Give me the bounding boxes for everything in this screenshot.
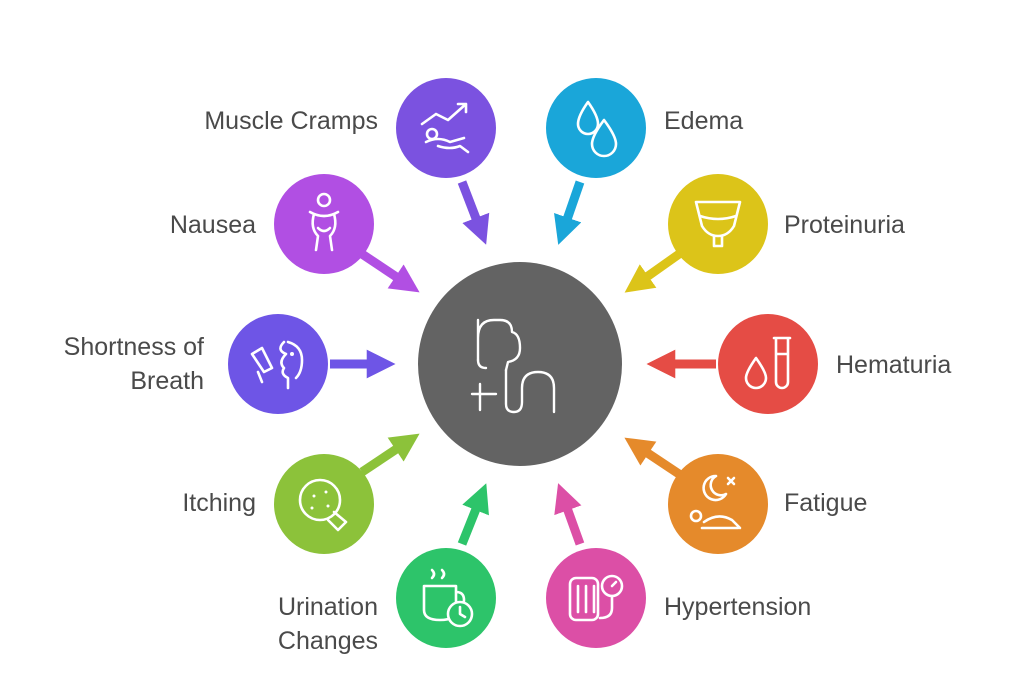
muscle-cramps-label: Muscle Cramps <box>204 107 378 135</box>
kidney-urinary-icon <box>470 318 556 414</box>
hypertension-node: Hypertension <box>546 548 811 648</box>
shortness-of-breath-label-line: Shortness of <box>64 333 204 361</box>
edema-node: Edema <box>546 78 743 178</box>
blood-pressure-cuff-icon <box>568 574 624 622</box>
urination-changes-label-line: Urination <box>278 593 378 621</box>
edema-arrow <box>554 180 585 245</box>
proteinuria-node: Proteinuria <box>668 174 905 274</box>
itching-arrow <box>359 433 420 476</box>
itching-node: Itching <box>182 454 374 554</box>
hematuria-label-line: Hematuria <box>836 351 951 379</box>
urine-cup-icon <box>694 200 742 248</box>
proteinuria-circle <box>668 174 768 274</box>
fatigue-circle <box>668 454 768 554</box>
fatigue-label-line: Fatigue <box>784 489 867 517</box>
hematuria-label: Hematuria <box>836 351 951 379</box>
nausea-node: Nausea <box>170 174 374 274</box>
cup-clock-icon <box>422 568 474 628</box>
nausea-arrow <box>359 250 420 293</box>
edema-label-line: Edema <box>664 107 743 135</box>
edema-label: Edema <box>664 107 743 135</box>
nausea-label-line: Nausea <box>170 211 256 239</box>
hypertension-circle <box>546 548 646 648</box>
shortness-of-breath-label: Shortness of Breath <box>64 333 204 395</box>
hypertension-arrow <box>554 483 585 546</box>
shortness-of-breath-circle <box>228 314 328 414</box>
inhaler-face-icon <box>250 340 304 390</box>
connectors <box>330 180 716 546</box>
itching-label: Itching <box>182 489 256 517</box>
center-circle <box>418 262 622 466</box>
blood-drop-test-tube-icon <box>744 336 792 390</box>
hematuria-circle <box>718 314 818 414</box>
muscle-cramps-icon <box>420 102 470 154</box>
proteinuria-label-line: Proteinuria <box>784 211 905 239</box>
hematuria-node: Hematuria <box>718 314 951 414</box>
urination-changes-label-line: Changes <box>278 627 378 655</box>
proteinuria-arrow <box>624 248 685 293</box>
muscle-cramps-node: Muscle Cramps <box>204 78 496 178</box>
proteinuria-label: Proteinuria <box>784 211 905 239</box>
fatigue-arrow <box>624 437 685 480</box>
shortness-of-breath-label-line: Breath <box>130 367 204 395</box>
muscle-cramps-label-line: Muscle Cramps <box>204 107 378 135</box>
center-node <box>418 262 622 466</box>
muscle-cramps-arrow <box>457 180 490 245</box>
water-drops-icon <box>576 100 618 158</box>
itchy-face-icon <box>298 478 348 532</box>
hypertension-label: Hypertension <box>664 593 811 621</box>
itching-circle <box>274 454 374 554</box>
itching-label-line: Itching <box>182 489 256 517</box>
nausea-circle <box>274 174 374 274</box>
urination-changes-arrow <box>457 483 489 546</box>
urination-changes-circle <box>396 548 496 648</box>
fatigue-node: Fatigue <box>668 454 867 554</box>
fatigue-label: Fatigue <box>784 489 867 517</box>
sleeping-person-icon <box>689 474 742 530</box>
nausea-label: Nausea <box>170 211 256 239</box>
shortness-of-breath-node: Shortness of Breath <box>64 314 328 414</box>
nauseous-person-icon <box>308 192 340 252</box>
hypertension-label-line: Hypertension <box>664 593 811 621</box>
muscle-cramps-circle <box>396 78 496 178</box>
